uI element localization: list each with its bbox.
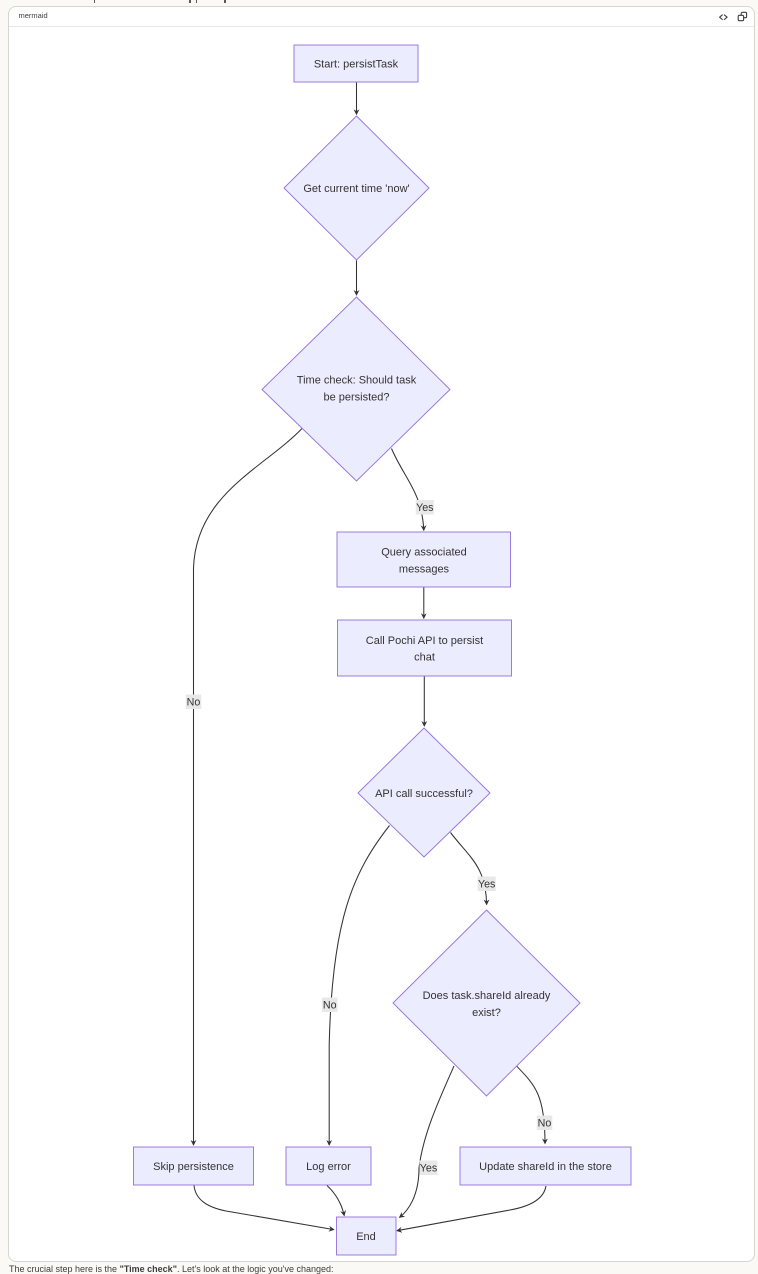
svg-text:Time check: Should task: Time check: Should task (297, 374, 417, 386)
svg-text:Yes: Yes (416, 502, 433, 514)
svg-text:Start: persistTask: Start: persistTask (314, 58, 399, 70)
svg-text:exist?: exist? (472, 1007, 501, 1019)
svg-text:messages: messages (399, 563, 450, 575)
svg-text:Skip persistence: Skip persistence (153, 1161, 234, 1173)
svg-text:Query associated: Query associated (381, 546, 467, 558)
svg-text:Get current time 'now': Get current time 'now' (303, 183, 409, 195)
svg-text:Update shareId in the store: Update shareId in the store (479, 1161, 612, 1173)
svg-text:be persisted?: be persisted? (323, 391, 389, 403)
svg-text:No: No (538, 1118, 552, 1130)
svg-text:Log error: Log error (306, 1161, 351, 1173)
svg-text:No: No (323, 1000, 337, 1012)
svg-text:Yes: Yes (420, 1163, 437, 1175)
svg-text:No: No (187, 697, 201, 709)
svg-text:End: End (356, 1231, 376, 1243)
svg-text:API call successful?: API call successful? (375, 788, 473, 800)
svg-text:Does task.shareId already: Does task.shareId already (423, 990, 551, 1002)
svg-text:chat: chat (414, 651, 435, 663)
svg-text:Call Pochi API to persist: Call Pochi API to persist (366, 635, 483, 647)
svg-text:Yes: Yes (478, 879, 495, 891)
